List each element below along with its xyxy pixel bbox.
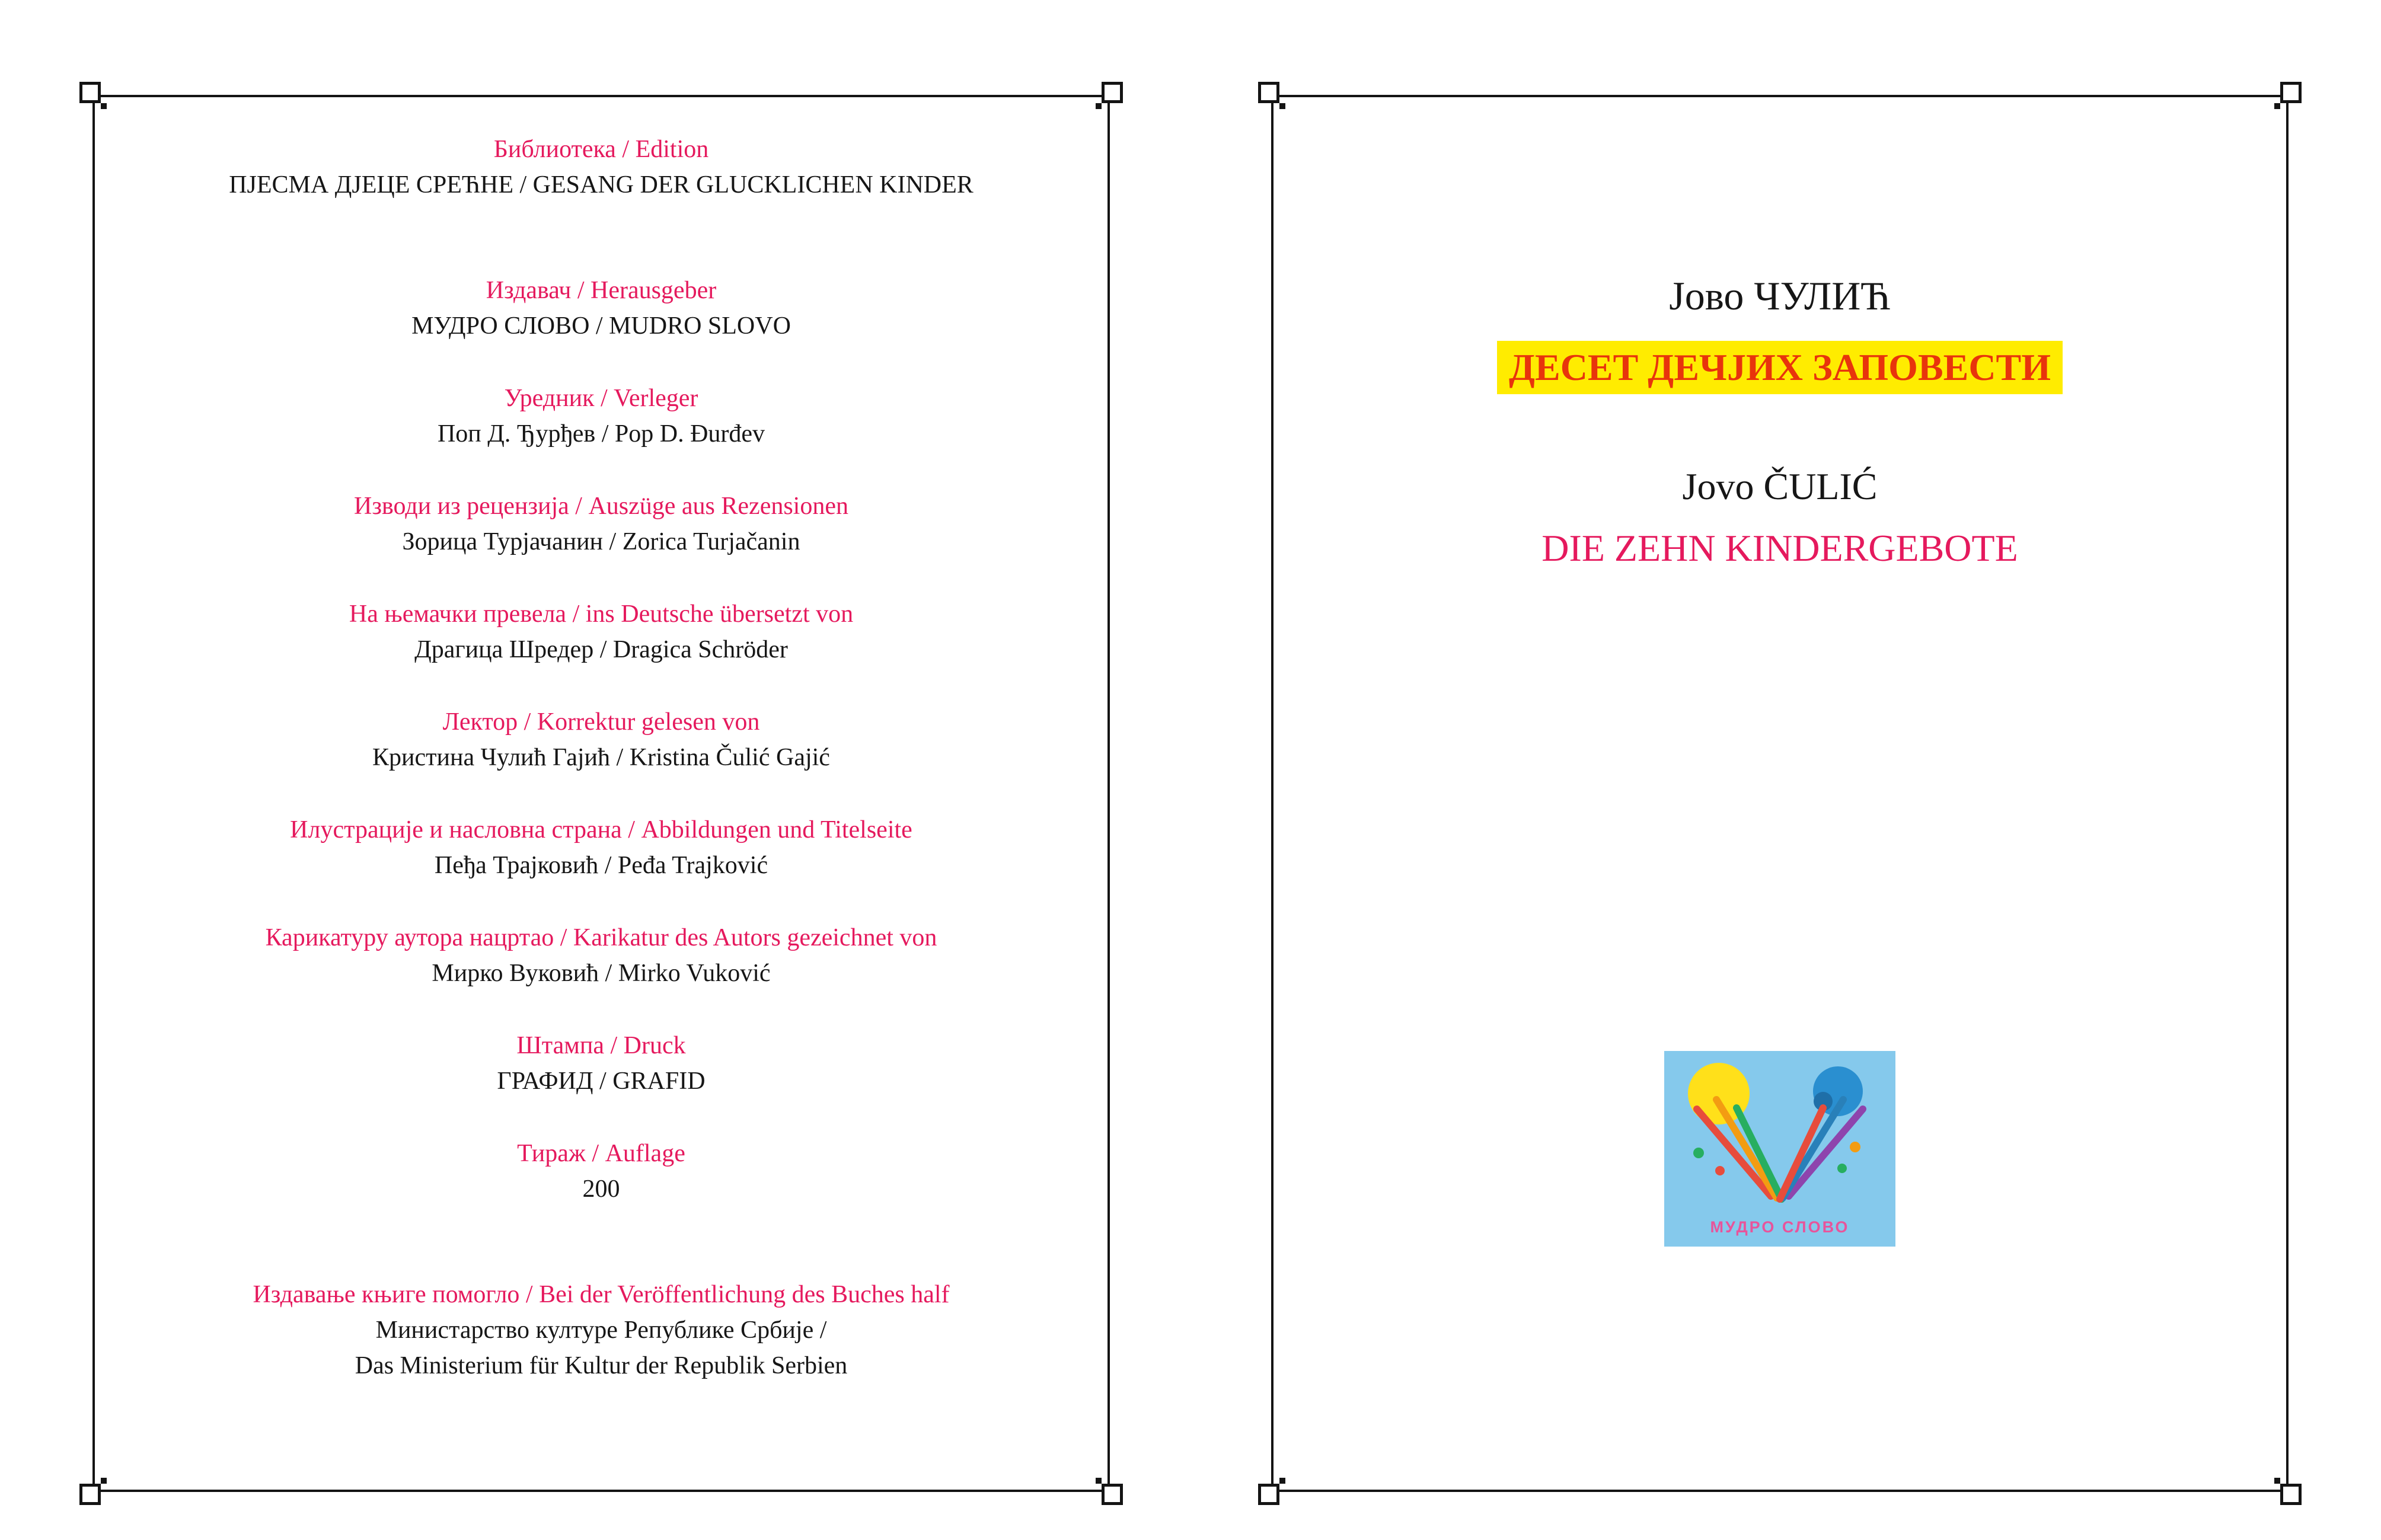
colophon-value-line: Драгица Шредер / Dragica Schröder bbox=[414, 636, 788, 663]
colophon-page: Библиотека / Edition ПЈЕСМА ДЈЕЦЕ СРЕЋНЕ… bbox=[79, 82, 1123, 1505]
colophon-section: Издавање књиге помогло / Bei der Veröffe… bbox=[95, 1277, 1107, 1384]
colophon-value-line: Das Ministerium für Kultur der Republik … bbox=[355, 1352, 848, 1379]
colophon-label: Штампа / Druck bbox=[516, 1032, 686, 1059]
colophon-values: Зорица Турјачанин / Zorica Turjačanin bbox=[95, 524, 1107, 560]
logo-pencils bbox=[1693, 1096, 1866, 1203]
colophon-label: Карикатуру аутора нацртао / Karikatur de… bbox=[265, 924, 937, 951]
colophon-label: На њемачки превела / ins Deutsche überse… bbox=[349, 600, 854, 628]
colophon-value-line: Министарство културе Републике Србије / bbox=[375, 1317, 827, 1344]
colophon-section: Тираж / Auflage 200 bbox=[95, 1136, 1107, 1207]
colophon-value-line: Мирко Вуковић / Mirko Vuković bbox=[432, 960, 771, 987]
logo-dots bbox=[1693, 1142, 1860, 1175]
colophon-label: Илустрације и насловна страна / Abbildun… bbox=[290, 816, 912, 844]
book-title-german: DIE ZEHN KINDERGEBOTE bbox=[1541, 527, 2018, 569]
colophon-section: Илустрације и насловна страна / Abbildun… bbox=[95, 812, 1107, 883]
colophon-values: ПЈЕСМА ДЈЕЦЕ СРЕЋНЕ / GESANG DER GLUCKLI… bbox=[95, 167, 1107, 203]
colophon-value-line: Кристина Чулић Гајић / Kristina Čulić Ga… bbox=[372, 744, 830, 771]
colophon-section: Уредник / Verleger Поп Д. Ђурђев / Pop D… bbox=[95, 381, 1107, 452]
colophon-value-line: Поп Д. Ђурђев / Pop D. Đurđev bbox=[437, 420, 765, 448]
author-name-latin: Jovo ČULIĆ bbox=[1682, 465, 1878, 507]
colophon-section: Лектор / Korrektur gelesen von Кристина … bbox=[95, 704, 1107, 775]
book-title-cyrillic: ДЕСЕТ ДЕЧЈИХ ЗАПОВЕСТИ bbox=[1496, 341, 2063, 394]
corner-ornament bbox=[79, 1478, 107, 1505]
colophon-value-line: 200 bbox=[582, 1175, 620, 1203]
corner-ornament bbox=[2274, 82, 2302, 109]
colophon-value-line: МУДРО СЛОВО / MUDRO SLOVO bbox=[411, 312, 791, 340]
corner-ornament bbox=[1096, 82, 1123, 109]
colophon-section: Карикатуру аутора нацртао / Karikatur de… bbox=[95, 920, 1107, 991]
colophon-label: Тираж / Auflage bbox=[517, 1140, 685, 1167]
colophon-value-line: Пеђа Трајковић / Peđa Trajković bbox=[434, 852, 768, 879]
title-page: Јово ЧУЛИЋ ДЕСЕТ ДЕЧЈИХ ЗАПОВЕСТИ Jovo Č… bbox=[1258, 82, 2302, 1505]
colophon-section: Библиотека / Edition ПЈЕСМА ДЈЕЦЕ СРЕЋНЕ… bbox=[95, 132, 1107, 203]
colophon-label: Изводи из рецензија / Auszüge aus Rezens… bbox=[354, 493, 848, 520]
author-name-cyrillic: Јово ЧУЛИЋ bbox=[1669, 273, 1891, 318]
colophon-label: Издавач / Herausgeber bbox=[486, 277, 717, 304]
colophon-values: Поп Д. Ђурђев / Pop D. Đurđev bbox=[95, 416, 1107, 452]
colophon-values: ГРАФИД / GRAFID bbox=[95, 1063, 1107, 1099]
colophon-value-line: Зорица Турјачанин / Zorica Turjačanin bbox=[402, 528, 800, 555]
colophon-values: 200 bbox=[95, 1171, 1107, 1207]
corner-ornament bbox=[1258, 82, 1285, 109]
corner-ornament bbox=[1258, 1478, 1285, 1505]
publisher-logo: МУДРО СЛОВО bbox=[1664, 1051, 1895, 1250]
corner-ornament bbox=[79, 82, 107, 109]
colophon-values: Министарство културе Републике Србије / D… bbox=[95, 1312, 1107, 1384]
mudro-slovo-logo-icon: МУДРО СЛОВО bbox=[1664, 1051, 1895, 1247]
colophon-section: Штампа / Druck ГРАФИД / GRAFID bbox=[95, 1028, 1107, 1099]
logo-text: МУДРО СЛОВО bbox=[1710, 1218, 1850, 1236]
colophon-label: Библиотека / Edition bbox=[493, 136, 709, 163]
colophon-values: Кристина Чулић Гајић / Kristina Čulić Ga… bbox=[95, 740, 1107, 775]
colophon-label: Уредник / Verleger bbox=[504, 385, 698, 412]
colophon-values: Драгица Шредер / Dragica Schröder bbox=[95, 632, 1107, 667]
colophon-sections: Библиотека / Edition ПЈЕСМА ДЈЕЦЕ СРЕЋНЕ… bbox=[95, 97, 1107, 1384]
colophon-value-line: ПЈЕСМА ДЈЕЦЕ СРЕЋНЕ / GESANG DER GLUCKLI… bbox=[229, 171, 974, 199]
colophon-section: На њемачки превела / ins Deutsche überse… bbox=[95, 596, 1107, 667]
colophon-section: Изводи из рецензија / Auszüge aus Rezens… bbox=[95, 488, 1107, 560]
colophon-values: Пеђа Трајковић / Peđa Trajković bbox=[95, 848, 1107, 883]
colophon-values: Мирко Вуковић / Mirko Vuković bbox=[95, 956, 1107, 991]
corner-ornament bbox=[2274, 1478, 2302, 1505]
colophon-values: МУДРО СЛОВО / MUDRO SLOVO bbox=[95, 308, 1107, 344]
colophon-label: Лектор / Korrektur gelesen von bbox=[442, 708, 760, 736]
colophon-value-line: ГРАФИД / GRAFID bbox=[497, 1068, 706, 1095]
colophon-label: Издавање књиге помогло / Bei der Veröffe… bbox=[253, 1281, 950, 1308]
title-page-content: Јово ЧУЛИЋ ДЕСЕТ ДЕЧЈИХ ЗАПОВЕСТИ Jovo Č… bbox=[1274, 97, 2286, 1490]
colophon-section: Издавач / Herausgeber МУДРО СЛОВО / MUDR… bbox=[95, 273, 1107, 344]
corner-ornament bbox=[1096, 1478, 1123, 1505]
